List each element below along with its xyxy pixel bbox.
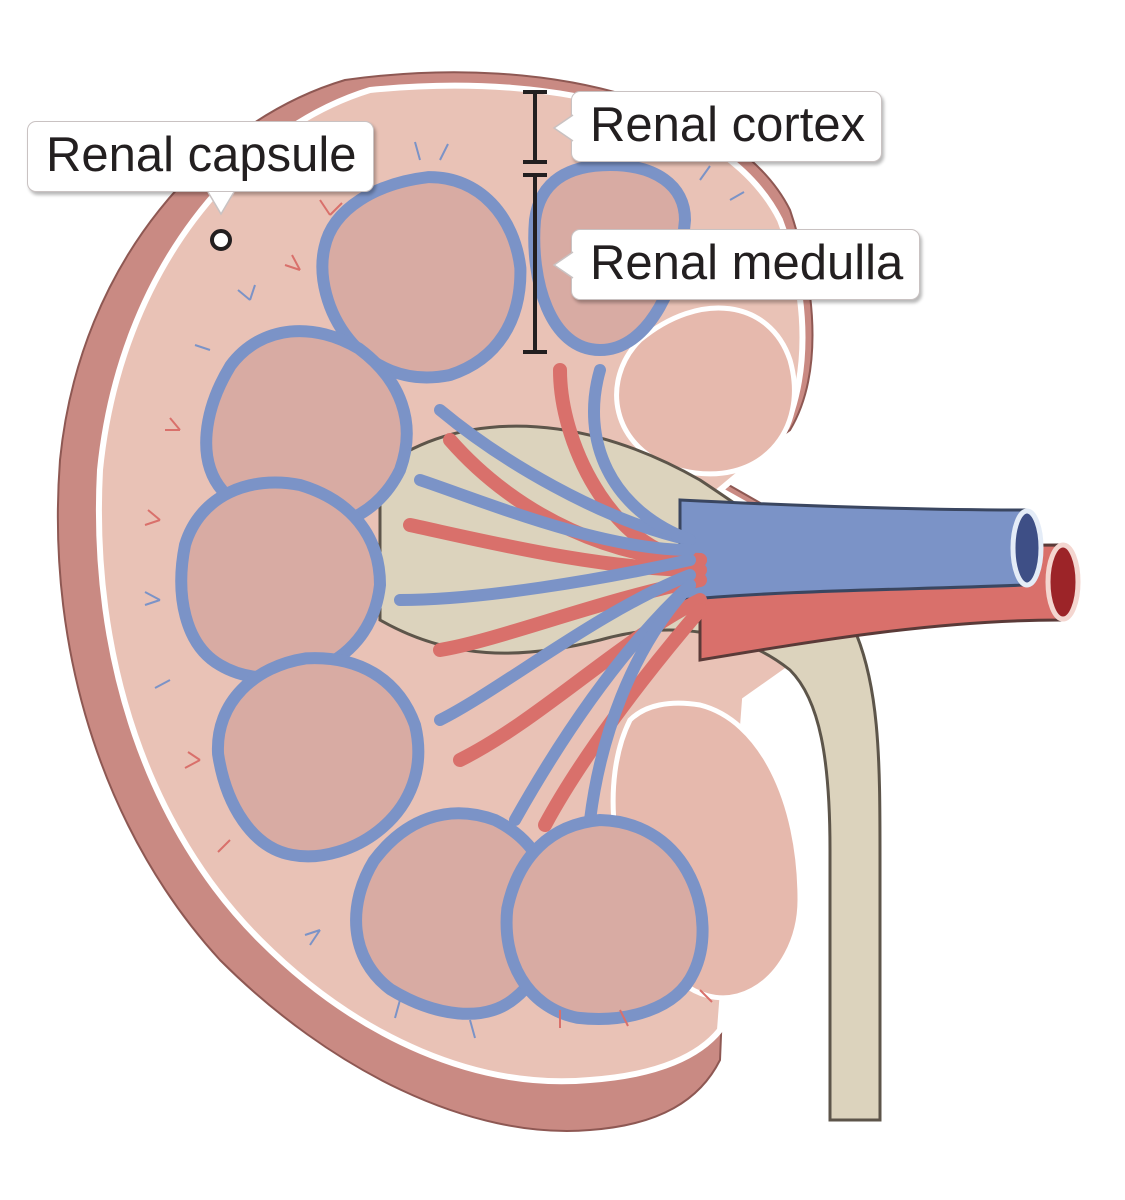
label-renal-cortex-text: Renal cortex xyxy=(590,98,866,152)
label-renal-medulla: Renal medulla xyxy=(571,229,921,300)
renal-vessel-branches xyxy=(394,363,707,832)
label-renal-capsule-text: Renal capsule xyxy=(46,128,357,182)
capsule-pointer-dot xyxy=(210,229,232,251)
upper-lobe-outline xyxy=(614,305,797,477)
renal-vein-opening xyxy=(1010,508,1044,588)
label-renal-medulla-text: Renal medulla xyxy=(590,236,904,290)
label-renal-medulla-tail xyxy=(552,251,574,279)
label-renal-capsule-tail xyxy=(207,191,235,216)
label-renal-capsule: Renal capsule xyxy=(27,121,374,192)
renal-vein xyxy=(678,498,1027,602)
cortical-capillaries xyxy=(144,141,745,1039)
label-renal-cortex-tail xyxy=(552,114,574,142)
label-renal-cortex: Renal cortex xyxy=(571,91,883,162)
cortex-measure-bar xyxy=(523,90,547,164)
renal-artery-opening xyxy=(1045,542,1081,622)
medulla-measure-bar xyxy=(523,173,547,354)
